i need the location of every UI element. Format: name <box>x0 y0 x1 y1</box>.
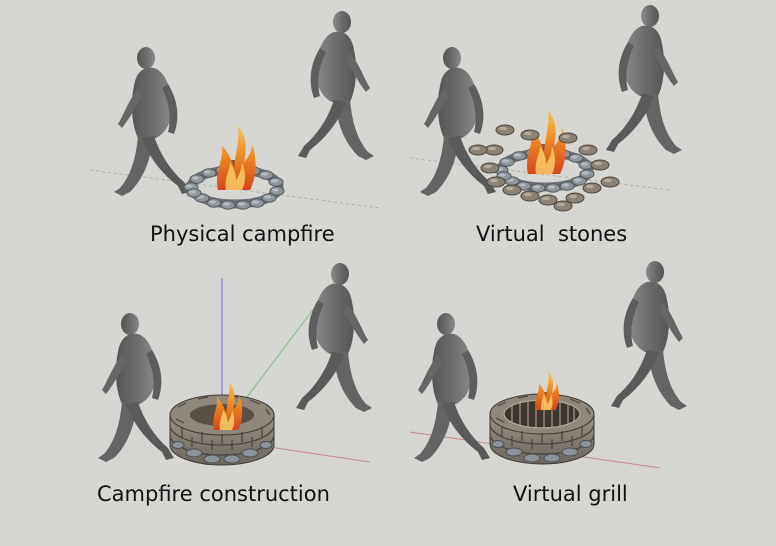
caption-virtual-grill: Virtual grill <box>513 482 628 506</box>
campfire-flame <box>535 371 559 410</box>
person-figure-right <box>298 11 374 160</box>
caption-virtual-stones: Virtual stones <box>476 222 628 246</box>
person-figure-right <box>611 261 687 410</box>
person-figure-right <box>296 263 372 412</box>
panel-virtual-grill <box>409 261 687 469</box>
person-figure-left <box>420 47 496 196</box>
caption-campfire-construction: Campfire construction <box>97 482 330 506</box>
panel-physical-campfire <box>89 11 381 209</box>
panel-campfire-construction <box>98 263 372 466</box>
person-figure-right <box>606 5 682 154</box>
caption-physical-campfire: Physical campfire <box>150 222 335 246</box>
campfire-flame <box>527 110 566 174</box>
campfire-flame <box>217 126 256 190</box>
person-figure-left <box>114 47 190 196</box>
campfire-flame <box>213 382 243 430</box>
panel-virtual-stones <box>409 5 682 212</box>
person-figure-left <box>98 313 174 462</box>
person-figure-left <box>414 313 490 462</box>
